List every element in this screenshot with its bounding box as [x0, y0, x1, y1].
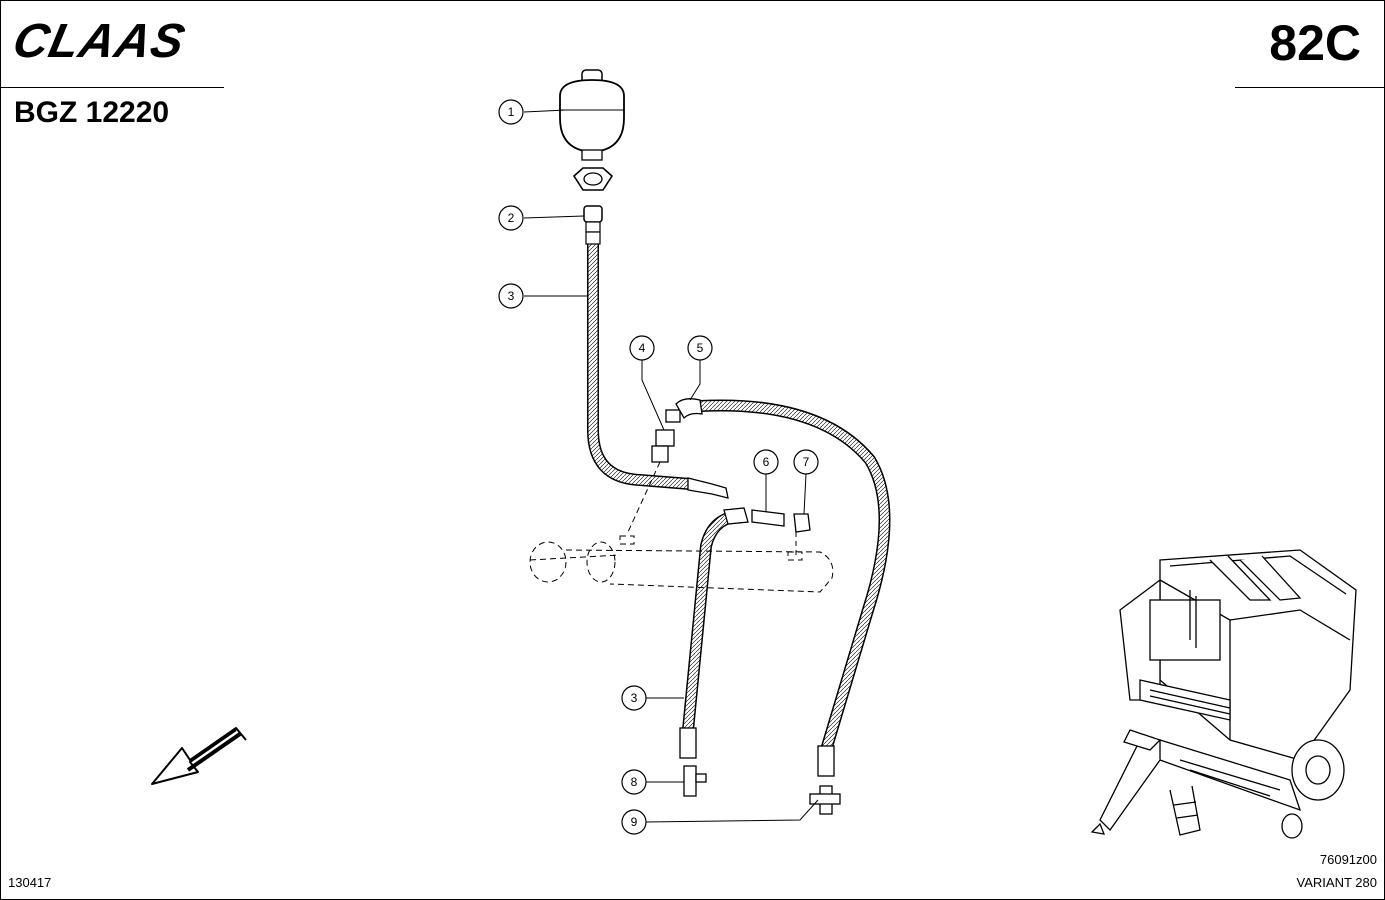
callout-1: 1	[498, 99, 524, 125]
callout-7: 7	[793, 449, 819, 475]
baler-machine-illustration	[1090, 549, 1357, 839]
leader-lines	[523, 109, 819, 823]
footer-drawing-number: 76091z00	[1319, 852, 1377, 867]
callout-2: 2	[498, 205, 524, 231]
adapter-fitting-part	[583, 205, 603, 233]
callout-6: 6	[753, 449, 779, 475]
header-rule-left	[0, 87, 224, 88]
callout-3-upper: 3	[498, 283, 524, 309]
callout-9-label: 9	[631, 815, 638, 829]
hose-lower	[679, 507, 749, 759]
check-valve-part	[627, 409, 681, 533]
callout-9: 9	[621, 809, 647, 835]
footer-date-code: 130417	[8, 875, 52, 890]
tee-fitting-8	[683, 765, 707, 797]
callout-2-label: 2	[508, 211, 515, 225]
callout-5-label: 5	[697, 341, 704, 355]
hose-upper	[585, 231, 729, 499]
callout-3-upper-label: 3	[508, 289, 515, 303]
callout-6-label: 6	[763, 455, 770, 469]
doc-code: BGZ 12220	[14, 96, 170, 129]
callout-8-label: 8	[631, 775, 638, 789]
hose-long	[675, 398, 891, 777]
tee-fitting-9	[809, 785, 841, 815]
callout-7-label: 7	[803, 455, 810, 469]
hydraulic-cylinder-outline	[529, 535, 834, 593]
callout-8: 8	[621, 769, 647, 795]
callout-4-label: 4	[639, 341, 646, 355]
callout-3-lower-label: 3	[631, 691, 638, 705]
callout-3-lower: 3	[621, 685, 647, 711]
hex-nut-part	[572, 167, 614, 191]
page-code: 82C	[1269, 15, 1361, 71]
header-rule-right	[1235, 87, 1385, 88]
accumulator-part	[559, 69, 625, 161]
footer-model: VARIANT 280	[1296, 875, 1377, 890]
callout-5: 5	[687, 335, 713, 361]
elbow-fittings	[751, 509, 811, 556]
direction-arrow-icon	[151, 727, 247, 785]
callout-4: 4	[629, 335, 655, 361]
callout-1-label: 1	[508, 105, 515, 119]
